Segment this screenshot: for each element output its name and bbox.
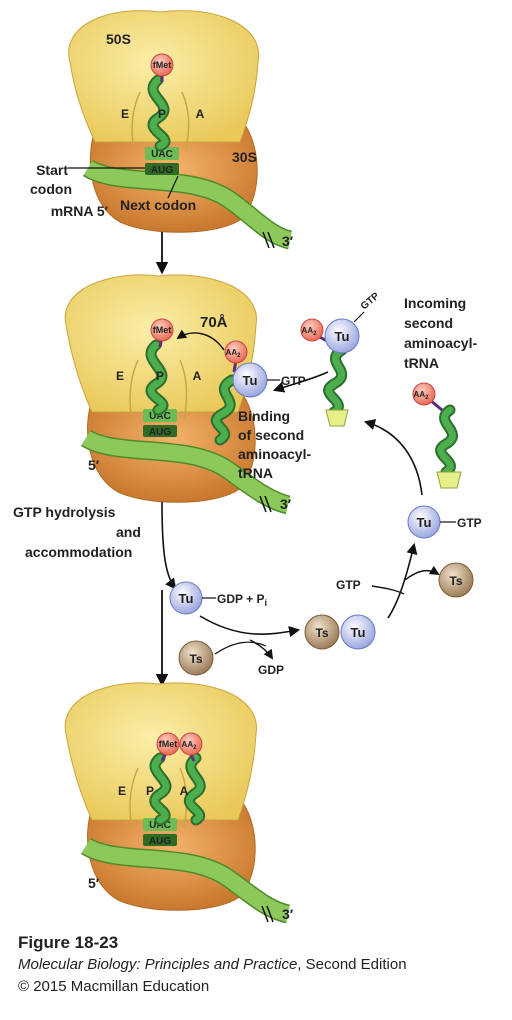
aa2-amino-acid-2 <box>224 340 248 364</box>
ts-tu-complex-ts <box>304 614 340 650</box>
mrna-3-label: 3′ <box>282 233 294 249</box>
mrna-5-label: mRNA 5′ <box>51 203 109 219</box>
anticodon-text-2: UAC <box>149 411 171 422</box>
mrna-3-label-2: 3′ <box>280 496 292 512</box>
codon-box <box>145 163 179 175</box>
mrna-5-label-3: 5′ <box>88 875 100 891</box>
anticodon-box-2 <box>143 409 177 422</box>
ribosome-panel-1: AUG UAC fMet E P A 50S 30S Start codon m… <box>30 10 294 250</box>
svg-text:AA2: AA2 <box>414 390 430 401</box>
mrna-5-label-2: 5′ <box>88 457 100 473</box>
codon-text-3: AUG <box>149 836 171 847</box>
copyright: © 2015 Macmillan Education <box>18 978 210 995</box>
label-50s: 50S <box>106 31 131 47</box>
site-e-label: E <box>121 107 129 121</box>
site-a-label-2: A <box>193 369 202 383</box>
incoming-tu-trna-complex: AA2 Tu GTP <box>300 290 382 427</box>
arrow-hydrolysis <box>161 501 177 590</box>
fmet-amino-acid <box>150 53 174 77</box>
ts-free <box>178 640 214 676</box>
arrow-ts-release <box>404 565 440 581</box>
gtp-label-incoming: GTP <box>359 290 382 312</box>
tu-label-gtp: Tu <box>417 515 432 530</box>
ts-label-free: Ts <box>189 652 202 666</box>
site-p-label-2: P <box>156 369 164 383</box>
incoming-label-line4: tRNA <box>404 355 439 371</box>
ef-tu-cycle: AA2 Tu GTP Incoming second aminoacyl- tR… <box>13 290 482 677</box>
site-p-label-3: P <box>146 784 154 798</box>
hydrolysis-label-line1: GTP hydrolysis <box>13 504 116 520</box>
p-site-trna <box>147 74 171 152</box>
fmet-amino-acid-3 <box>156 732 180 756</box>
ts-tu-complex-tu <box>340 614 376 650</box>
svg-text:AA2: AA2 <box>302 326 318 337</box>
aa2-amino-acid-3 <box>179 732 203 756</box>
next-codon-label: Next codon <box>120 197 196 213</box>
arrow-tu-ts <box>199 615 301 638</box>
book-edition: , Second Edition <box>297 956 407 973</box>
ts-label-released: Ts <box>449 574 462 588</box>
site-divider-pa <box>181 91 190 151</box>
book-reference: Molecular Biology: Principles and Practi… <box>18 954 508 976</box>
ts-released <box>438 562 474 598</box>
arrow-trna-binds-tu <box>363 419 423 496</box>
site-a-label-3: A <box>180 784 189 798</box>
site-e-label-2: E <box>116 369 124 383</box>
incoming-label-line3: aminoacyl- <box>404 335 477 351</box>
site-p-label: P <box>158 107 166 121</box>
incoming-label-line1: Incoming <box>404 295 466 311</box>
tu-label-2: Tu <box>243 373 258 388</box>
binding-label-line4: tRNA <box>238 465 273 481</box>
arrow-binding <box>272 371 329 393</box>
codon-text-2: AUG <box>149 427 171 438</box>
incoming-label-line2: second <box>404 315 453 331</box>
tu-label-incoming: Tu <box>335 329 350 344</box>
arrow-gdp-release <box>249 639 274 660</box>
hydrolysis-label-line3: accommodation <box>25 544 132 560</box>
binding-label-line3: aminoacyl- <box>238 446 311 462</box>
binding-label-line2: of second <box>238 427 304 443</box>
fmet-label-2: fMet <box>153 325 172 335</box>
tu-label-gdp: Tu <box>179 591 194 606</box>
site-a-label: A <box>196 107 205 121</box>
distance-arrow <box>176 329 225 351</box>
tu-factor-incoming <box>324 318 360 354</box>
anticodon-text: UAC <box>151 149 173 160</box>
codon-text: AUG <box>151 165 173 176</box>
arrow-exchange <box>387 542 418 619</box>
figure-number: Figure 18-23 <box>18 933 119 952</box>
gdp-pi-label: GDP + Pi <box>217 592 267 608</box>
codon-label: codon <box>30 181 72 197</box>
label-30s: 30S <box>232 149 257 165</box>
mrna-3-label-3: 3′ <box>282 906 294 922</box>
fmet-amino-acid-2 <box>150 318 174 342</box>
tu-label-complex: Tu <box>351 625 366 640</box>
hydrolysis-label-line2: and <box>116 524 141 540</box>
gtp-input-label: GTP <box>336 578 361 592</box>
fmet-label: fMet <box>153 60 172 70</box>
ribosome-panel-3: AUG UAC fMet AA2 E P A 5′ 3′ <box>64 682 294 924</box>
start-label: Start <box>36 162 68 178</box>
gtp-label-tu: GTP <box>457 516 482 530</box>
distance-label: 70Å <box>200 314 228 331</box>
aa2-label-2: AA2 <box>226 348 242 359</box>
anticodon-box <box>145 147 179 160</box>
gtp-label-2: GTP <box>281 374 306 388</box>
site-e-label-3: E <box>118 784 126 798</box>
site-divider-ep <box>131 91 141 151</box>
codon-box-3 <box>143 834 177 846</box>
aa2-label-3: AA2 <box>182 740 198 751</box>
fmet-label-3: fMet <box>159 739 178 749</box>
codon-box-2 <box>143 425 177 437</box>
gdp-label: GDP <box>258 663 284 677</box>
figure-caption: Figure 18-23 Molecular Biology: Principl… <box>18 932 508 998</box>
free-aminoacyl-trna: AA2 <box>412 382 462 489</box>
ts-label-complex: Ts <box>315 626 328 640</box>
book-title: Molecular Biology: Principles and Practi… <box>18 956 298 973</box>
binding-label-line1: Binding <box>238 408 290 424</box>
ribosome-panel-2: AUG UAC fMet AA2 Tu GTP 70Å E P A Bindin… <box>64 274 311 515</box>
